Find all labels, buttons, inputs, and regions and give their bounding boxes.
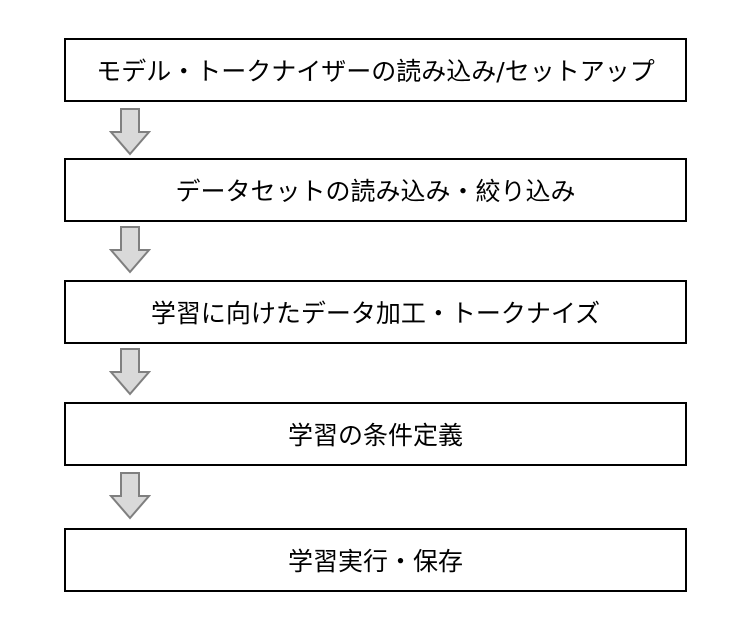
step-label: 学習実行・保存 xyxy=(287,547,463,576)
down-arrow-icon xyxy=(109,472,151,520)
step-box-train-and-save: 学習実行・保存 xyxy=(64,528,687,592)
step-label: データセットの読み込み・絞り込み xyxy=(175,177,576,206)
step-box-dataset-loading: データセットの読み込み・絞り込み xyxy=(64,158,687,222)
down-arrow-icon xyxy=(109,108,151,156)
step-label: 学習に向けたデータ加工・トークナイズ xyxy=(150,299,601,328)
step-box-model-tokenizer-setup: モデル・トークナイザーの読み込み/セットアップ xyxy=(64,38,687,102)
step-box-data-processing-tokenize: 学習に向けたデータ加工・トークナイズ xyxy=(64,280,687,344)
step-label: モデル・トークナイザーの読み込み/セットアップ xyxy=(96,57,655,86)
step-label: 学習の条件定義 xyxy=(287,421,463,450)
down-arrow-icon xyxy=(109,348,151,396)
down-arrow-icon xyxy=(109,226,151,274)
step-box-training-config: 学習の条件定義 xyxy=(64,402,687,466)
